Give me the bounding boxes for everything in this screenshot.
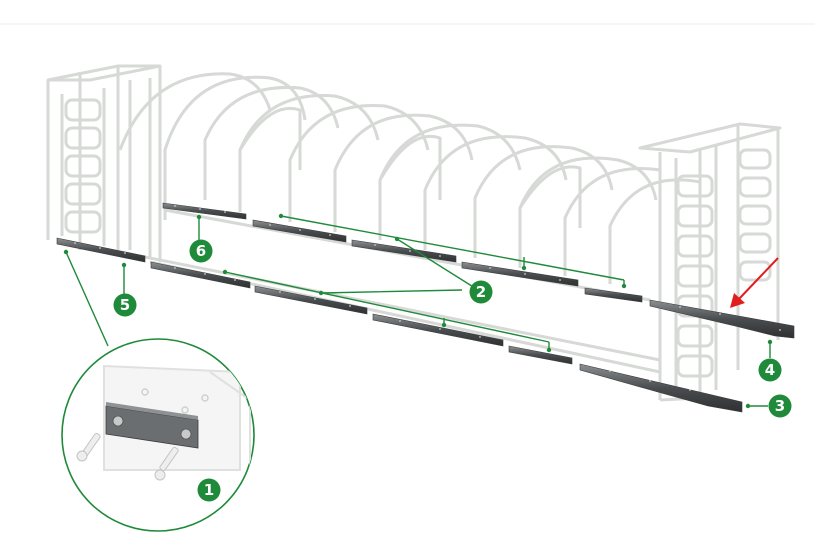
callout-5-label: 5 — [120, 296, 130, 314]
callout-4-label: 4 — [765, 361, 775, 379]
leader-dots — [63, 213, 773, 409]
rail-upper-2a — [252, 219, 347, 243]
callout-1: 1 — [197, 478, 221, 502]
callout-3: 3 — [768, 394, 792, 418]
rail-lower-2d — [508, 345, 573, 365]
red-arrow-icon — [730, 257, 779, 308]
callout-6: 6 — [189, 239, 213, 263]
callout-4: 4 — [758, 358, 782, 382]
rail-part-6 — [162, 202, 247, 220]
ghost-side-rail-upper — [164, 208, 651, 302]
rail-lower-2c — [372, 313, 504, 347]
callout-1-label: 1 — [204, 481, 214, 499]
magnified-detail-icon — [61, 338, 255, 532]
callout-6-label: 6 — [196, 242, 206, 260]
leader-lines — [65, 215, 771, 407]
rail-upper-2b — [351, 239, 457, 263]
rail-upper-2c — [461, 261, 579, 287]
callout-3-label: 3 — [775, 397, 785, 415]
rail-segments — [56, 202, 795, 413]
callout-2: 2 — [469, 280, 493, 304]
arch-hoops — [118, 72, 701, 284]
rail-part-3 — [579, 363, 743, 413]
leader-detail — [65, 251, 109, 347]
leader-2-upper — [280, 215, 625, 289]
left-end-panel — [46, 64, 162, 262]
bolts — [76, 432, 179, 481]
rail-part-5 — [56, 237, 146, 263]
rail-part-4 — [649, 299, 795, 339]
rail-lower-2b — [254, 285, 368, 315]
bracket-plate — [105, 402, 199, 449]
ghost-side-rail-lower — [59, 238, 661, 362]
greenhouse-frame — [46, 64, 782, 402]
callout-2-label: 2 — [476, 283, 486, 301]
callout-5: 5 — [113, 293, 137, 317]
rail-holes — [74, 205, 781, 391]
rail-lower-2a — [150, 261, 251, 289]
right-end-panel — [638, 122, 782, 402]
leader-2-lower — [224, 271, 550, 350]
rail-upper-2d — [584, 287, 643, 303]
